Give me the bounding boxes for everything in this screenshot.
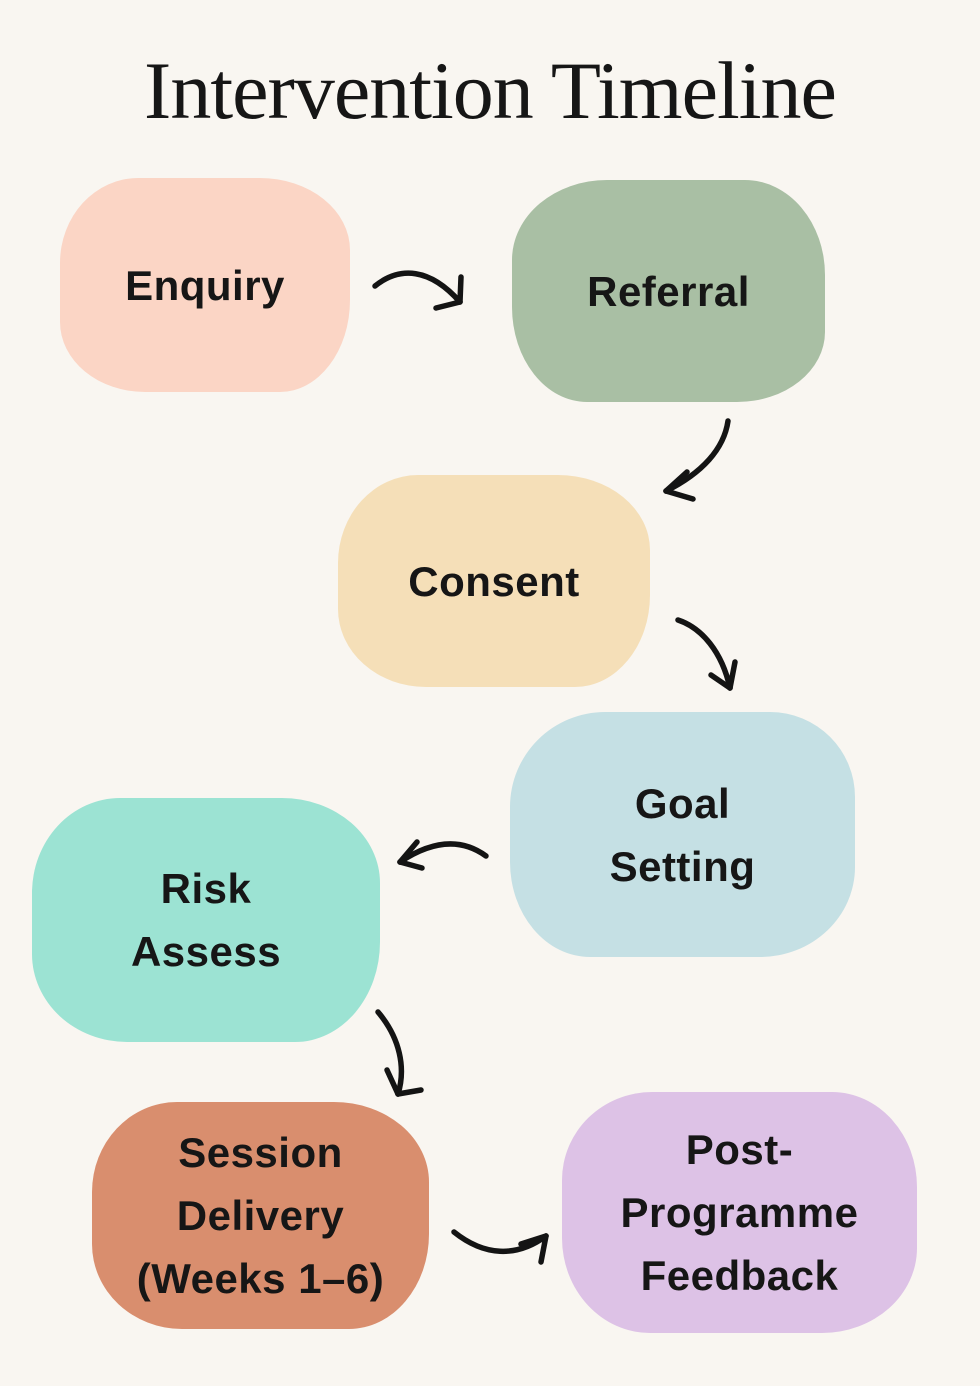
node-goal-setting: Goal Setting bbox=[510, 712, 855, 957]
node-enquiry: Enquiry bbox=[60, 178, 350, 392]
node-session-delivery-label: Session Delivery (Weeks 1–6) bbox=[136, 1129, 385, 1302]
node-consent-label: Consent bbox=[408, 557, 580, 605]
node-session-delivery: Session Delivery (Weeks 1–6) bbox=[92, 1102, 429, 1329]
node-post-programme-feedback-label: Post-Programme Feedback bbox=[620, 1126, 859, 1299]
node-enquiry-label: Enquiry bbox=[125, 261, 285, 309]
arrow-risk-assess-to-session-delivery-icon bbox=[375, 1009, 424, 1097]
arrow-referral-to-consent-icon bbox=[663, 418, 731, 502]
arrow-consent-to-goal-setting-icon bbox=[675, 617, 738, 691]
arrow-goal-setting-to-risk-assess-icon bbox=[397, 839, 489, 871]
arrow-session-delivery-to-feedback-icon bbox=[451, 1229, 549, 1265]
node-referral: Referral bbox=[512, 180, 825, 402]
node-consent: Consent bbox=[338, 475, 650, 687]
page-title: Intervention Timeline bbox=[144, 45, 837, 136]
node-risk-assess: Risk Assess bbox=[32, 798, 380, 1042]
node-post-programme-feedback: Post-Programme Feedback bbox=[562, 1092, 917, 1333]
arrow-enquiry-to-referral-icon bbox=[372, 270, 464, 311]
node-goal-setting-label: Goal Setting bbox=[609, 779, 756, 890]
node-risk-assess-label: Risk Assess bbox=[130, 865, 282, 975]
node-referral-label: Referral bbox=[587, 267, 750, 315]
